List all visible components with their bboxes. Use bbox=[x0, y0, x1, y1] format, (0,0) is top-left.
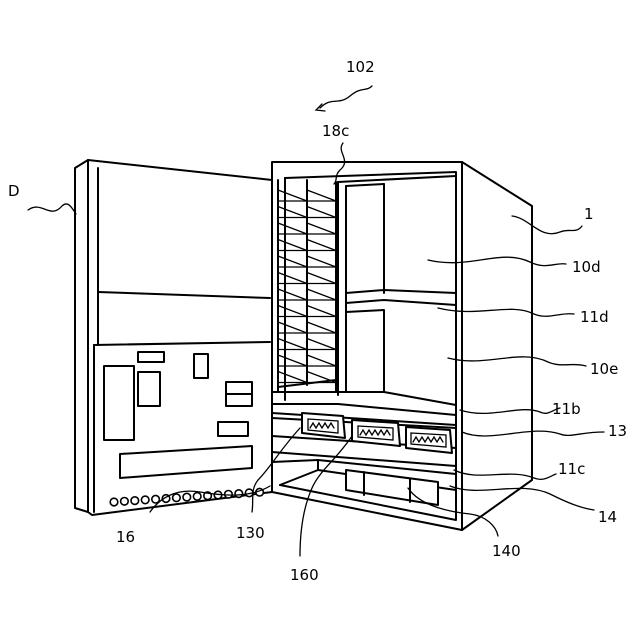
label-14: 14 bbox=[598, 508, 617, 526]
door-button bbox=[131, 497, 139, 505]
door-button bbox=[235, 490, 243, 498]
label-1: 1 bbox=[584, 205, 594, 223]
label-11c: 11c bbox=[558, 460, 585, 478]
label-102: 102 bbox=[346, 58, 375, 76]
door-button bbox=[193, 493, 201, 501]
label-D: D bbox=[8, 182, 20, 200]
door-button bbox=[173, 494, 181, 502]
label-10e: 10e bbox=[590, 360, 618, 378]
door-button bbox=[183, 493, 191, 501]
label-11b: 11b bbox=[552, 400, 581, 418]
label-10d: 10d bbox=[572, 258, 601, 276]
door-button bbox=[110, 498, 118, 506]
label-140: 140 bbox=[492, 542, 521, 560]
label-130: 130 bbox=[236, 524, 265, 542]
door-button bbox=[121, 498, 129, 506]
label-11d: 11d bbox=[580, 308, 609, 326]
cooling-unit-2 bbox=[352, 420, 400, 446]
label-18c: 18c bbox=[322, 122, 349, 140]
cooling-unit-3 bbox=[406, 427, 452, 453]
cooling-unit-1 bbox=[302, 413, 345, 438]
door-button bbox=[141, 496, 149, 504]
label-13: 13 bbox=[608, 422, 627, 440]
label-16: 16 bbox=[116, 528, 135, 546]
label-160: 160 bbox=[290, 566, 319, 584]
